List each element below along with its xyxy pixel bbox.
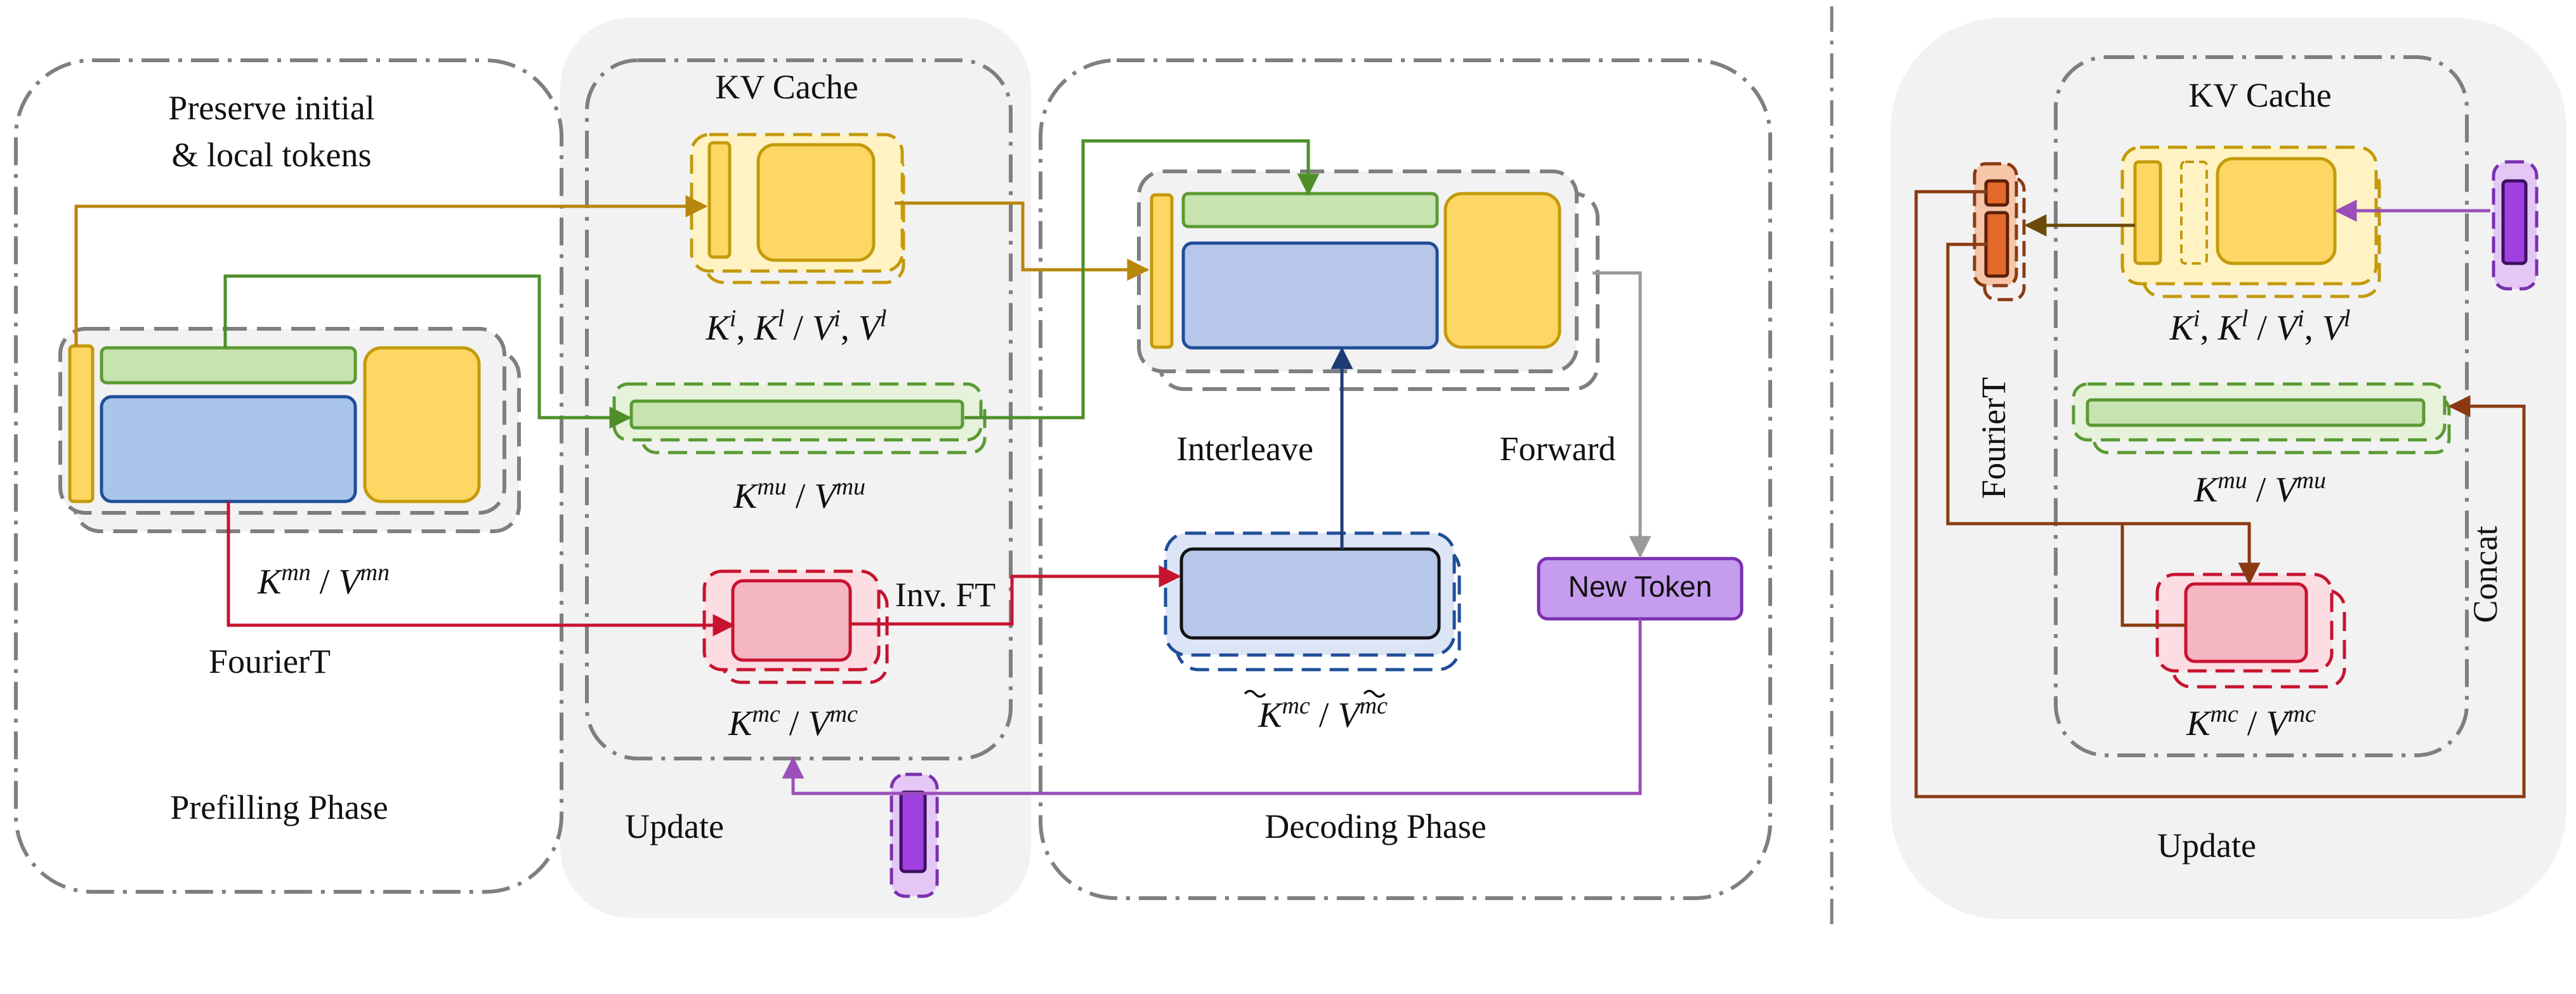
prefill-kv-block (58, 327, 521, 533)
kv-cache-title-left: KV Cache (715, 68, 858, 106)
right-initial-local-block (2120, 145, 2381, 298)
cache-local-block (756, 143, 876, 262)
right-arrow-fourier-to-mc (1946, 242, 2261, 585)
decoding-tilde-inner (1180, 547, 1441, 640)
preserve-label-line1: Preserve initial (168, 89, 374, 127)
cache-initial-bar (707, 141, 732, 259)
prefilling-phase-label: Prefilling Phase (170, 788, 388, 826)
interleave-label: Interleave (1176, 430, 1313, 468)
kv-initial-local-label-left: Ki, Kl / Vi, Vl (706, 305, 887, 348)
svg-text:Kmc / Vmc: Kmc / Vmc (1258, 692, 1388, 735)
decoding-phase-outline (1039, 58, 1772, 900)
right-update-label: Update (2157, 826, 2256, 865)
new-token-chip-right (2492, 160, 2539, 291)
arrow-mu-to-decoding (964, 139, 1320, 420)
kv-mu-label-left: Kmu / Vmu (733, 474, 865, 516)
forward-label: Forward (1500, 430, 1616, 468)
right-fourier-block (1973, 162, 2026, 302)
new-token-label: New Token (1568, 570, 1712, 603)
new-token-chip-left (890, 772, 939, 898)
update-label-left: Update (625, 807, 724, 845)
arrow-prefill-to-mc (227, 501, 735, 637)
preserve-label-line2: & local tokens (172, 136, 372, 174)
right-fourier-label: FourierT (1975, 377, 2013, 499)
right-update-panel-background (1891, 18, 2566, 919)
prefill-yellow-block (363, 346, 481, 503)
right-arrow-mc-branch (2120, 524, 2186, 627)
right-concat-label: Concat (2466, 526, 2504, 623)
prefill-green-bar (100, 346, 357, 385)
right-mc-block (2155, 573, 2346, 689)
right-kv-mc-label: Kmc / Vmc (2186, 701, 2316, 743)
right-arrow-fourier-loop (1914, 190, 2526, 799)
kv-mn-label: Kmn / Vmn (257, 559, 390, 602)
right-kv-initial-local-label: Ki, Kl / Vi, Vl (2169, 305, 2351, 348)
right-kv-mu-label: Kmu / Vmu (2193, 467, 2326, 510)
kv-tilde-label: Kmc / Vmc (1244, 689, 1388, 735)
prefilling-phase-outline (14, 58, 563, 894)
cache-mu-bar (629, 399, 964, 430)
arrow-prefill-to-initial (74, 195, 708, 346)
prefill-blue-block (100, 395, 357, 503)
arrow-initial-to-decoding (895, 201, 1150, 281)
arrow-mc-to-tilde (850, 565, 1181, 626)
update-panel-background (560, 18, 1031, 918)
cache-mc-block (702, 569, 889, 684)
decoding-green-bar (1181, 192, 1439, 229)
cache-mc-inner (731, 579, 852, 662)
arrow-prefill-to-mu (223, 274, 632, 429)
decoding-tilde-block (1164, 531, 1461, 672)
cache-initial-local-block (690, 133, 905, 284)
kv-mc-label-left: Kmc / Vmc (728, 701, 858, 743)
decoding-kv-block (1137, 169, 1600, 391)
arrow-forward (1593, 271, 1652, 559)
decoding-yellow-block (1443, 192, 1561, 349)
decoding-blue-block (1181, 241, 1439, 350)
decoding-initial-bar (1150, 193, 1174, 349)
arrow-new-token-update (782, 619, 1642, 795)
fourier-label-left: FourierT (209, 642, 331, 680)
right-mu-block (2072, 382, 2451, 454)
prefill-initial-token-bar (68, 344, 95, 503)
decoding-phase-label: Decoding Phase (1265, 807, 1486, 845)
new-token-button: New Token (1537, 557, 1744, 621)
cache-mu-block (612, 382, 987, 454)
right-kv-cache-outline (2054, 55, 2469, 757)
inv-ft-label: Inv. FT (895, 576, 996, 614)
right-kv-cache-title: KV Cache (2188, 76, 2331, 114)
